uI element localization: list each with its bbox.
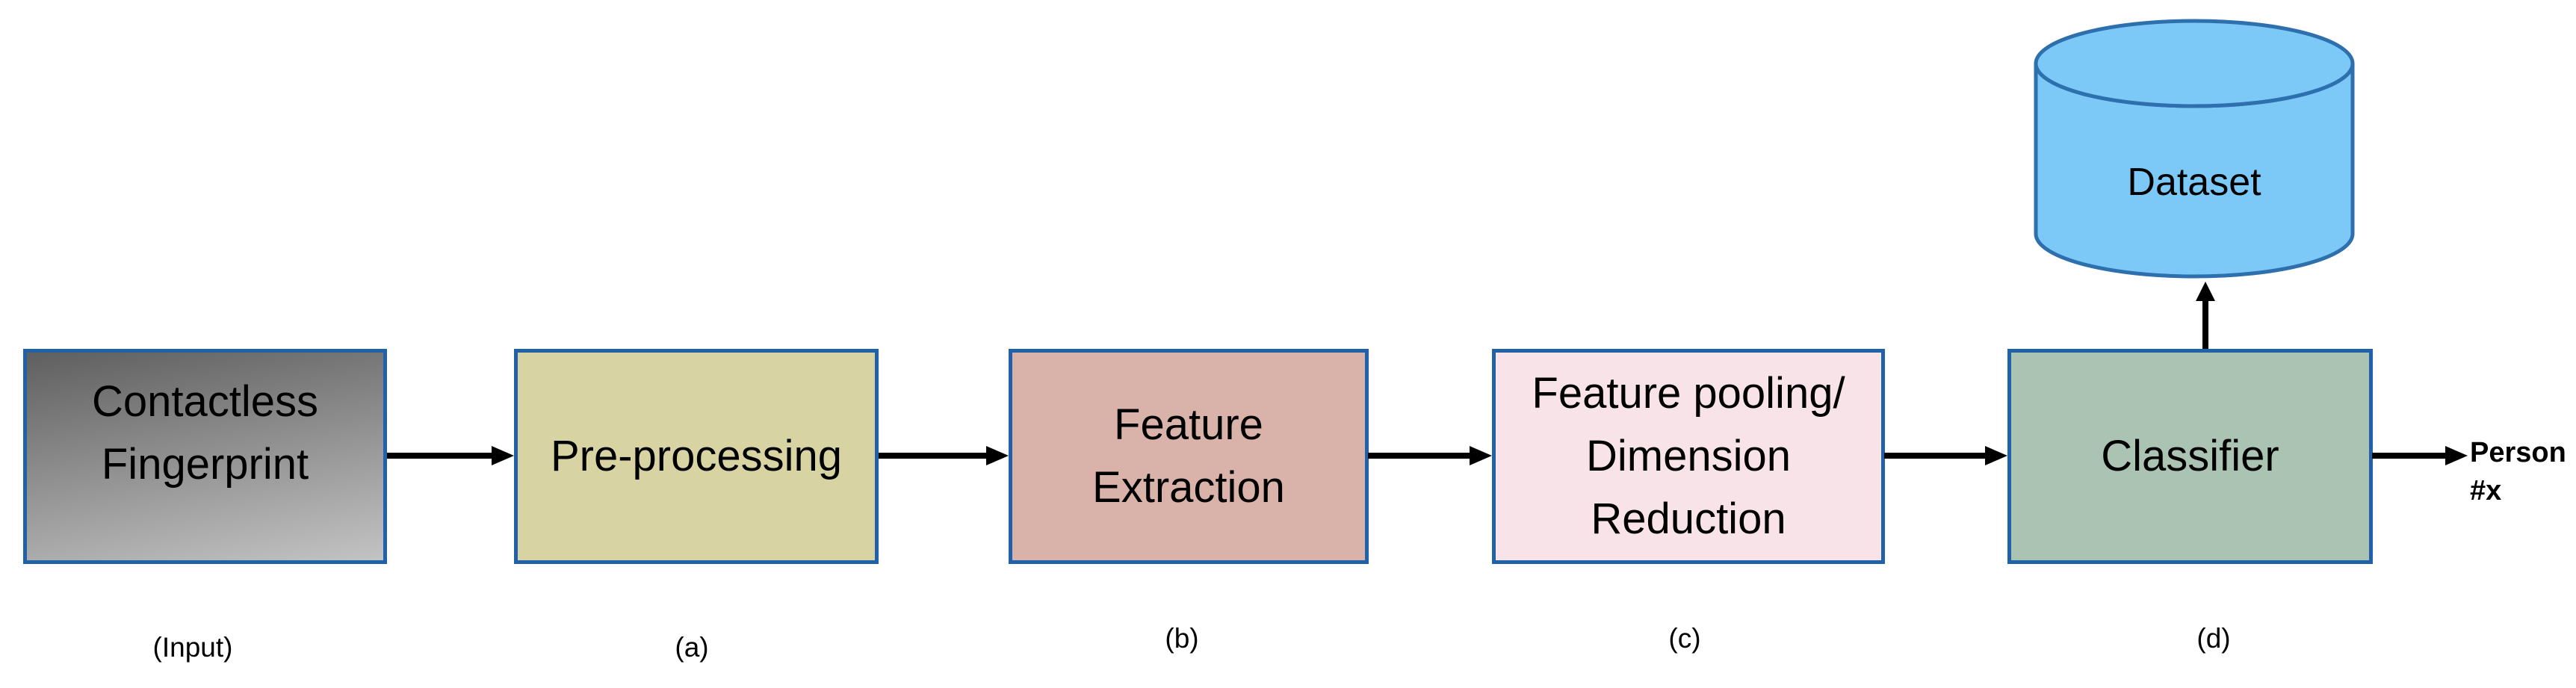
caption-b: (b) — [1165, 623, 1199, 654]
output-person-line: Person — [2470, 437, 2566, 468]
node-feature-pooling-dimension-reduction: Feature pooling/ Dimension Reduction — [1492, 349, 1885, 564]
arrow-preprocessing-to-feature-extraction — [879, 446, 1009, 465]
dataset-cylinder: Dataset — [2030, 17, 2359, 280]
caption-input: (Input) — [152, 632, 233, 663]
node-label-line: Feature — [1114, 400, 1263, 449]
node-label-line: Contactless — [91, 377, 319, 426]
output-person-label: Person #x — [2470, 434, 2566, 510]
database-cylinder-icon — [2034, 19, 2355, 279]
caption-d: (d) — [2196, 623, 2231, 654]
node-label-line: Feature pooling/ — [1532, 369, 1845, 418]
output-id-line: #x — [2470, 475, 2502, 506]
node-feature-extraction: Feature Extraction — [1009, 349, 1369, 564]
node-label-line: Extraction — [1092, 463, 1285, 512]
node-label-line: Classifier — [2101, 432, 2279, 480]
dataset-label: Dataset — [2127, 161, 2261, 204]
node-label-line: Pre-processing — [550, 432, 843, 480]
node-pre-processing: Pre-processing — [514, 349, 879, 564]
caption-a: (a) — [675, 632, 709, 663]
node-label-line: Fingerprint — [101, 440, 309, 489]
arrow-classifier-to-dataset — [2196, 282, 2215, 349]
arrow-feature-extraction-to-pooling — [1368, 446, 1492, 465]
node-classifier: Classifier — [2007, 349, 2373, 564]
node-label-line: Dimension — [1586, 432, 1791, 480]
node-contactless-fingerprint: Contactless Fingerprint — [23, 349, 387, 564]
node-label-line: Reduction — [1591, 495, 1786, 543]
caption-c: (c) — [1668, 623, 1701, 654]
arrow-classifier-to-output — [2372, 446, 2468, 465]
arrow-pooling-to-classifier — [1884, 446, 2007, 465]
arrow-input-to-preprocessing — [387, 446, 514, 465]
